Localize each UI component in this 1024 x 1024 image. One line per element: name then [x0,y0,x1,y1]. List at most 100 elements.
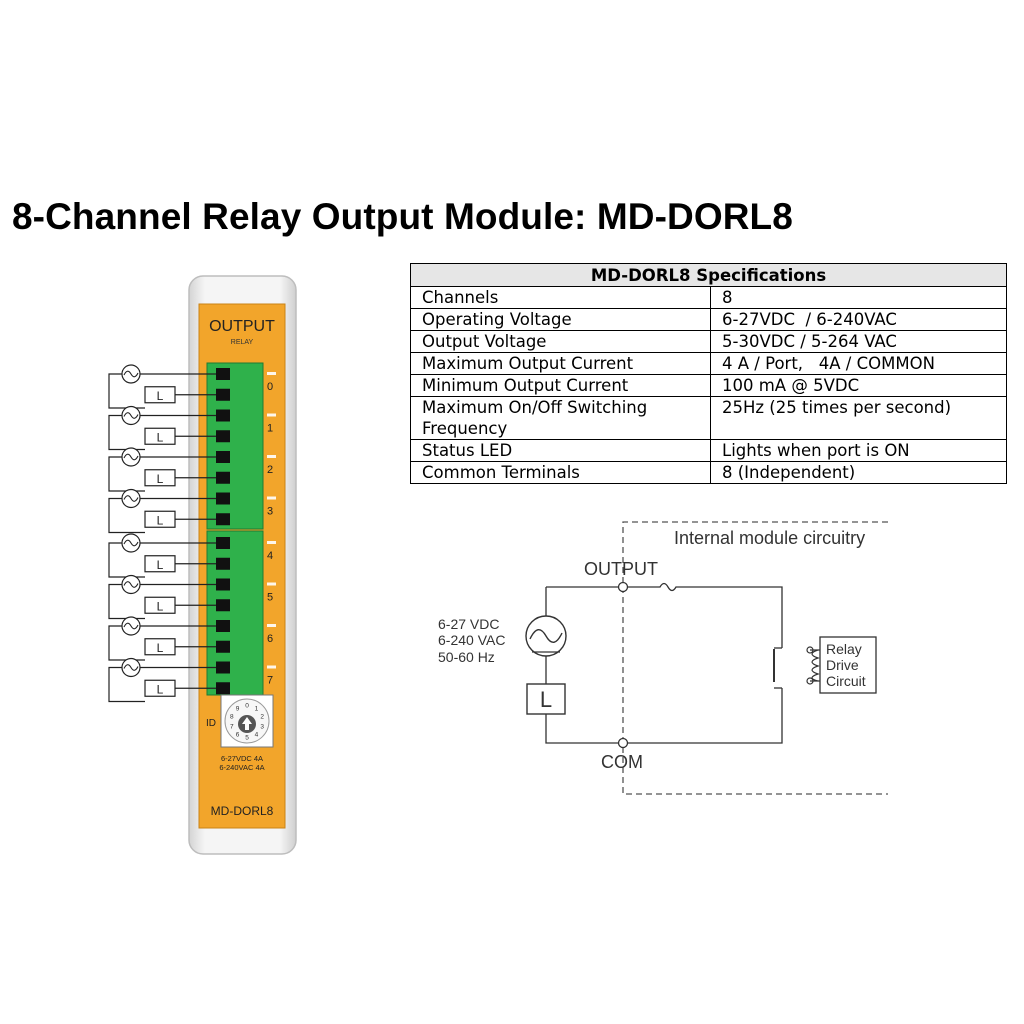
status-led [267,496,276,500]
channel-wiring: L [108,447,216,492]
wire [108,666,216,703]
dial-digit: 3 [260,723,264,730]
dial-digit: 4 [255,731,259,738]
load-symbol-label: L [157,599,164,613]
internal-module-label: Internal module circuitry [674,528,865,548]
terminal-screw [216,513,230,526]
source-voltage-ac: 6-240 VAC [438,632,505,648]
load-symbol-label: L [157,682,164,696]
internal-boundary [622,521,888,795]
module-model-label: MD-DORL8 [211,804,274,818]
terminal-screw [216,661,230,674]
channel-wiring: L [108,657,216,703]
load-icon [144,638,176,656]
spec-value: 8 (Independent) [709,461,1008,484]
channel-label: 5 [267,592,273,604]
dial-digit: 7 [230,723,234,730]
terminal-screw [216,430,230,443]
spec-name: Channels [410,286,711,309]
rating-line-2: 6-240VAC 4A [219,763,264,772]
load-icon [144,386,176,404]
terminal-screw [216,620,230,632]
sine-icon [123,664,139,671]
load-symbol-label: L [157,641,164,655]
terminal-screw [216,492,230,505]
terminal-screw [216,640,230,653]
channel-label: 4 [267,550,273,562]
status-led [267,541,276,544]
spec-value: 8 [709,286,1008,309]
relay-coil-icon [810,649,820,682]
com-label: COM [601,752,643,772]
status-led [267,665,276,669]
output-label: OUTPUT [584,559,658,579]
terminal-screw [216,471,230,484]
terminal-screw [216,557,230,570]
spec-value: 100 mA @ 5VDC [709,374,1008,397]
terminal-screw [216,578,230,591]
dial-digit: 0 [245,703,249,710]
terminal-screw [216,537,230,549]
load-icon [144,596,176,614]
dial-digit: 8 [230,714,234,721]
spec-name: Output Voltage [410,330,711,353]
terminal-screw [216,682,230,695]
channel-label: 0 [267,381,273,393]
channel-label: 3 [267,506,273,518]
status-led [267,413,276,417]
channel-wiring: L [108,488,216,534]
terminal-screw [216,409,230,422]
load-icon [144,679,176,697]
relay-drive-box [819,636,877,694]
arrow-up-icon [242,717,252,730]
spec-name: Maximum Output Current [410,352,711,375]
spec-name: Status LED [410,439,711,462]
relay-drive-line-2: Drive [826,657,859,673]
load-symbol-label: L [157,389,164,403]
load-icon [144,427,176,445]
load-icon [144,469,176,487]
relay-drive-line-1: Relay [826,641,862,657]
sine-icon [529,629,563,643]
status-led [267,624,276,627]
channel-label: 2 [267,464,273,476]
terminal-screw [216,599,230,612]
load-symbol-label: L [157,430,164,444]
terminal-screw [216,368,230,380]
spec-value: Lights when port is ON [709,439,1008,462]
channel-wiring: L [108,533,216,578]
terminal-screw [216,388,230,401]
spec-value: 25Hz (25 times per second) [709,396,1008,440]
sine-icon [123,453,139,461]
com-terminal [617,737,629,749]
spec-value: 5-30VDC / 5-264 VAC [709,330,1008,353]
dial-digit: 5 [245,735,249,742]
sine-icon [123,495,139,502]
terminal-screw [216,451,230,463]
spec-value: 6-27VDC / 6-240VAC [709,308,1008,331]
sine-icon [123,539,139,547]
rating-line-1: 6-27VDC 4A [221,754,263,763]
module-relay-label: RELAY [231,339,254,346]
sine-icon [123,581,139,588]
load-symbol-label: L [157,513,164,527]
channel-wiring: L [108,574,216,620]
terminal-block-upper [206,362,264,530]
output-terminal [617,581,629,593]
load-symbol-label: L [157,472,164,486]
output-wire [546,582,783,648]
status-led [267,582,276,586]
relay-drive-line-3: Circuit [826,673,866,689]
spec-name: Maximum On/Off Switching Frequency [410,396,711,440]
channel-label: 6 [267,633,273,645]
sine-icon [123,622,139,630]
load-icon [144,555,176,573]
